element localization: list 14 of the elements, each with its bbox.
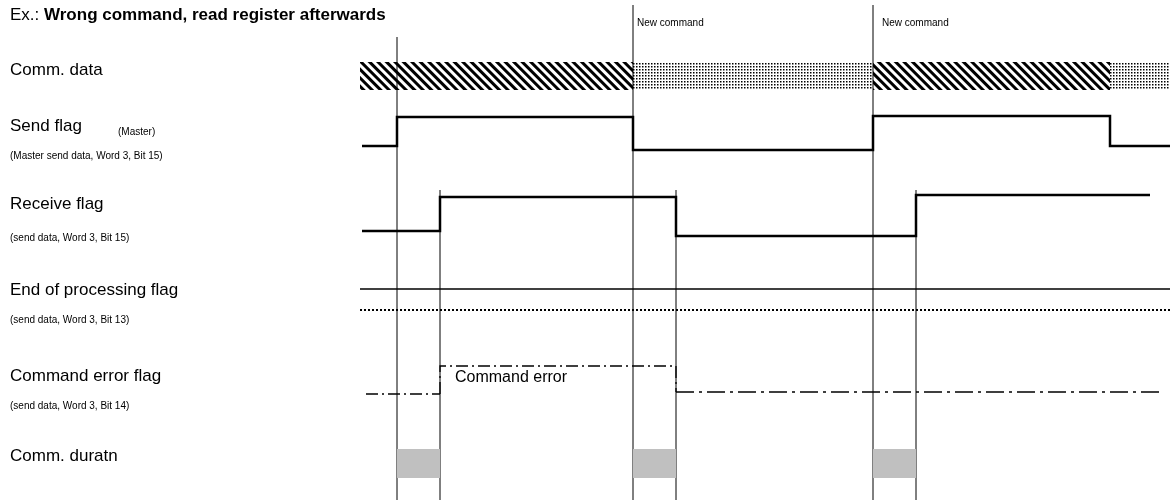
diagram-title: Ex.: Wrong command, read register afterwards bbox=[10, 6, 386, 25]
signal-name: Comm. duratn bbox=[10, 447, 118, 466]
signal-name: Send flag bbox=[10, 117, 82, 136]
signal-note: (send data, Word 3, Bit 15) bbox=[10, 232, 130, 243]
signal-name: Receive flag bbox=[10, 195, 104, 214]
marker-label: New command bbox=[882, 17, 949, 28]
signal-name: Comm. data bbox=[10, 61, 103, 80]
marker-label: New command bbox=[637, 17, 704, 28]
signal-note: (Master) bbox=[118, 126, 156, 137]
signal-note: (send data, Word 3, Bit 14) bbox=[10, 400, 130, 411]
signal-name: Command error flag bbox=[10, 367, 162, 386]
signal-name: End of processing flag bbox=[10, 281, 179, 300]
signal-note: (Master send data, Word 3, Bit 15) bbox=[10, 150, 163, 161]
signal-note: (send data, Word 3, Bit 13) bbox=[10, 314, 130, 325]
